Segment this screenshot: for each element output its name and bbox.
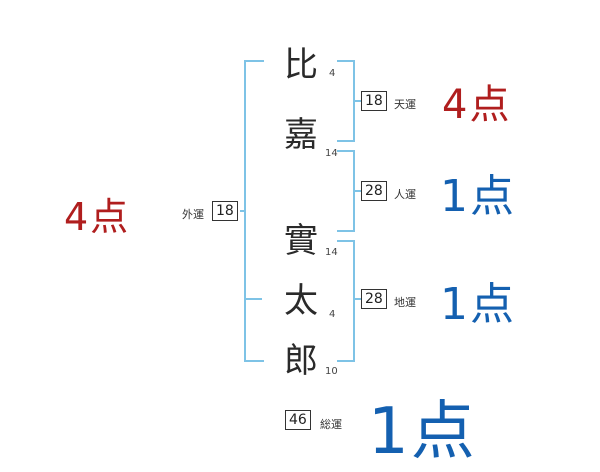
soukaku-label: 総運 xyxy=(320,418,342,431)
stroke-count-5: 10 xyxy=(325,366,338,377)
soukaku-value-box: 46 xyxy=(285,410,311,430)
tenkaku-value-box: 18 xyxy=(361,91,387,111)
name-char-1: 比 xyxy=(284,45,318,85)
name-char-3: 實 xyxy=(284,221,318,261)
chikaku-label: 地運 xyxy=(394,296,416,309)
gaikaku-bracket-tick xyxy=(244,298,262,300)
gaikaku-bracket xyxy=(244,60,264,362)
gaikaku-value-box: 18 xyxy=(212,201,238,221)
stroke-count-3: 14 xyxy=(325,247,338,258)
tenkaku-score: 4点 xyxy=(442,82,512,128)
tenkaku-label: 天運 xyxy=(394,98,416,111)
name-char-4: 太 xyxy=(284,281,318,321)
gaikaku-score: 4点 xyxy=(64,195,131,239)
chikaku-connector xyxy=(355,298,361,300)
jinkaku-score: 1点 xyxy=(440,171,516,222)
jinkaku-bracket xyxy=(337,150,355,232)
jinkaku-label: 人運 xyxy=(394,188,416,201)
stroke-count-4: 4 xyxy=(329,309,336,320)
name-char-5: 郎 xyxy=(284,341,318,381)
jinkaku-value-box: 28 xyxy=(361,181,387,201)
chikaku-score: 1点 xyxy=(440,279,516,330)
gaikaku-label: 外運 xyxy=(182,208,204,221)
name-char-2: 嘉 xyxy=(284,115,318,155)
tenkaku-connector xyxy=(355,100,361,102)
stroke-count-2: 14 xyxy=(325,148,338,159)
tenkaku-bracket xyxy=(337,60,355,142)
soukaku-score: 1点 xyxy=(368,395,477,469)
stroke-count-1: 4 xyxy=(329,68,336,79)
chikaku-value-box: 28 xyxy=(361,289,387,309)
chikaku-bracket xyxy=(337,240,355,362)
gaikaku-bracket-connector xyxy=(240,210,244,212)
jinkaku-connector xyxy=(355,190,361,192)
